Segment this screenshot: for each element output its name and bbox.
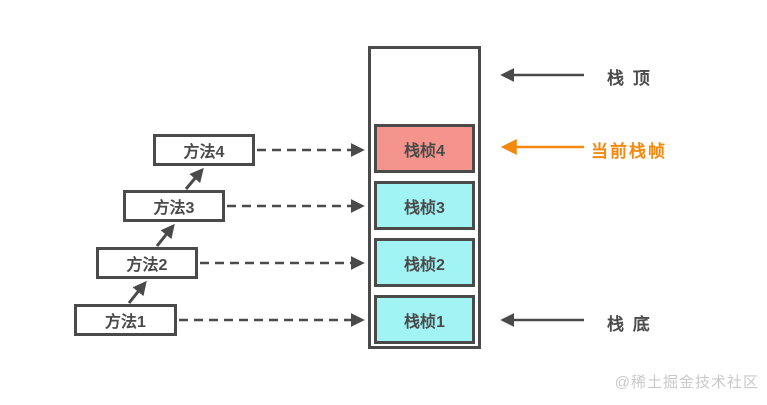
stack-frame-3: 栈桢3 xyxy=(374,181,475,230)
method-box-3: 方法3 xyxy=(123,190,225,222)
stack-frame-4: 栈桢4 xyxy=(374,124,475,173)
stack-frame-1: 栈桢1 xyxy=(374,295,475,344)
watermark-text: @稀土掘金技术社区 xyxy=(614,374,759,391)
call-arrow-method3-to-method4 xyxy=(184,167,204,190)
method-box-1: 方法1 xyxy=(74,304,177,336)
current-frame-label: 当前栈帧 xyxy=(591,142,667,161)
stack-frame-2: 栈桢2 xyxy=(374,238,475,287)
call-arrow-method1-to-method2 xyxy=(127,280,147,304)
stack-top-label: 栈 顶 xyxy=(607,69,652,88)
call-arrow-method2-to-method3 xyxy=(155,223,175,247)
method-box-2: 方法2 xyxy=(96,247,198,279)
stack-bottom-label: 栈 底 xyxy=(607,315,652,334)
method-box-4: 方法4 xyxy=(153,134,255,166)
